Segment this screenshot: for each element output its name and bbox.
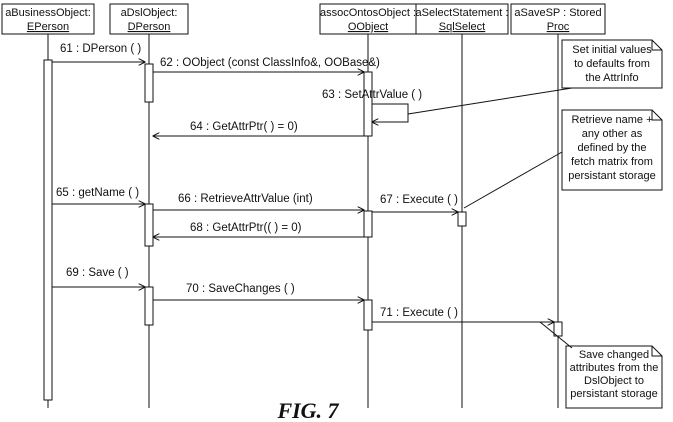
- object-name: aSaveSP : Stored: [514, 7, 601, 19]
- message-label-66: 66 : RetrieveAttrValue (int): [178, 193, 313, 205]
- object-class: OObject: [348, 21, 388, 33]
- object-header-assocontosobject: assocOntosObject : OObject: [320, 4, 416, 34]
- object-header-aselectstatement: aSelectStatement : SqlSelect: [416, 4, 509, 34]
- svg-text:persistant storage: persistant storage: [570, 388, 657, 400]
- svg-text:any other as: any other as: [582, 128, 643, 140]
- activation-assocontosobject-1: [364, 72, 372, 136]
- note-retrieve-name: Retrieve name + any other as defined by …: [562, 110, 662, 190]
- figure-label: FIG. 7: [276, 398, 339, 422]
- svg-text:the AttrInfo: the AttrInfo: [585, 72, 638, 84]
- svg-text:persistant storage: persistant storage: [568, 170, 655, 182]
- svg-text:Set initial values: Set initial values: [572, 44, 652, 56]
- message-label-68: 68 : GetAttrPtr(( ) = 0): [190, 222, 302, 234]
- svg-text:fetch matrix from: fetch matrix from: [571, 156, 653, 168]
- object-header-abusinessobject: aBusinessObject: EPerson: [2, 4, 94, 34]
- object-header-asavesp: aSaveSP : Stored Proc: [511, 4, 605, 34]
- activation-adslobject-1: [145, 64, 153, 102]
- svg-text:Save changed: Save changed: [579, 349, 649, 361]
- activation-assocontosobject-2: [364, 211, 372, 237]
- note-set-initial-values: Set initial values to defaults from the …: [562, 40, 662, 88]
- object-class: DPerson: [128, 21, 171, 33]
- activation-adslobject-2: [145, 204, 153, 246]
- message-label-69: 69 : Save ( ): [66, 267, 129, 279]
- activation-assocontosobject-3: [364, 300, 372, 330]
- svg-text:Retrieve name +: Retrieve name +: [571, 114, 652, 126]
- object-name: assocOntosObject :: [320, 7, 416, 19]
- object-class: Proc: [547, 21, 570, 33]
- svg-text:defined by the: defined by the: [577, 142, 646, 154]
- message-label-67: 67 : Execute ( ): [380, 194, 458, 206]
- object-class: SqlSelect: [439, 21, 485, 33]
- message-label-61: 61 : DPerson ( ): [60, 43, 141, 55]
- object-class: EPerson: [27, 21, 69, 33]
- object-name: aDslObject:: [121, 7, 178, 19]
- activation-bars: [44, 60, 562, 400]
- lifelines: [48, 34, 558, 408]
- activation-abusinessobject: [44, 60, 52, 400]
- message-label-63: 63 : SetAttrValue ( ): [322, 89, 422, 101]
- svg-text:to defaults from: to defaults from: [574, 58, 650, 70]
- message-label-65: 65 : getName ( ): [56, 187, 139, 199]
- note-connector-1: [408, 88, 572, 114]
- message-arrow-63: [372, 104, 408, 122]
- object-name: aBusinessObject:: [5, 7, 91, 19]
- note-save-changed-attributes: Save changed attributes from the DslObje…: [566, 346, 662, 408]
- note-connector-2: [464, 152, 562, 208]
- message-label-64: 64 : GetAttrPtr( ) = 0): [190, 121, 298, 133]
- object-header-adslobject: aDslObject: DPerson: [110, 4, 188, 34]
- object-name: aSelectStatement :: [416, 7, 509, 19]
- message-label-71: 71 : Execute ( ): [380, 307, 458, 319]
- svg-text:DslObject to: DslObject to: [584, 375, 644, 387]
- activation-aselectstatement: [458, 212, 466, 226]
- svg-text:attributes from the: attributes from the: [570, 362, 659, 374]
- message-label-70: 70 : SaveChanges ( ): [186, 283, 295, 295]
- activation-adslobject-3: [145, 287, 153, 325]
- message-label-62: 62 : OObject (const ClassInfo&, OOBase&): [160, 57, 380, 69]
